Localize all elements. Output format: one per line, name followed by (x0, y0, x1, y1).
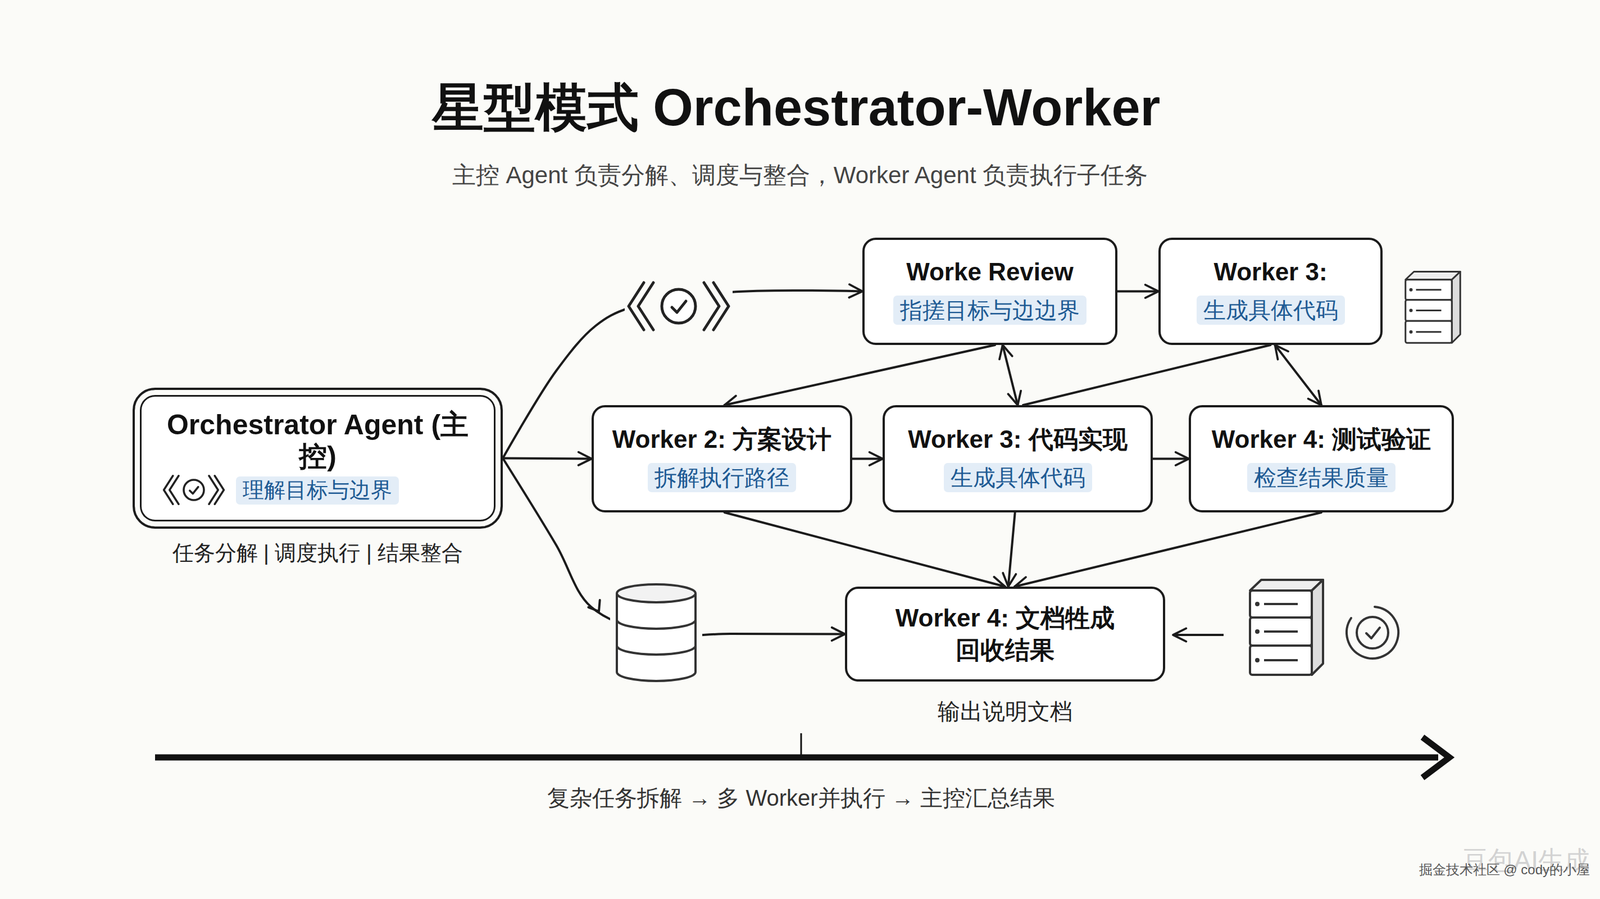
process-box: Worker 4: 文档牲成回收结果输出说明文档 (844, 586, 1166, 682)
node-title: Worker 3: 代码实现 (907, 425, 1127, 454)
node-title: Worker 3: (1213, 257, 1327, 287)
cylinder-bands (616, 619, 696, 655)
process-box: Worker 3: 代码实现生成具体代码 (882, 405, 1153, 513)
process-box: Worker 3: 生成具体代码 (1158, 237, 1383, 345)
node-subtitle: 指搓目标与边边界 (893, 295, 1087, 325)
connector-arrow (502, 458, 592, 459)
node-subtitle: 生成具体代码 (943, 462, 1093, 493)
agent-icon (624, 274, 733, 338)
subtitle-text: 主控 Agent 负责分解、调度与整合，Worker Agent 负责执行子任务 (452, 159, 1148, 192)
watermark: 掘金技术社区 @ cody的小屋 (1419, 860, 1590, 879)
arrow-head (588, 600, 605, 615)
connector-arrow (1008, 512, 1016, 587)
node-subtitle: 检查结果质量 (1247, 462, 1396, 493)
database-icon (610, 578, 703, 687)
timeline-tick (800, 733, 803, 756)
icon-backdrop (624, 274, 733, 338)
node-title: Orchestrator Agent (主控) (149, 408, 487, 472)
node-subtitle: 生成具体代码 (1196, 295, 1345, 325)
connector-arrow (1117, 290, 1159, 293)
process-box: Worke Review 指搓目标与边边界 (862, 237, 1118, 345)
node-title: Worker 4: 测试验证 (1211, 425, 1431, 454)
server-icon (1250, 579, 1324, 675)
connector-arrow (1002, 344, 1018, 406)
flow-summary: 复杂任务拆解 → 多 Worker并执行 → 主控汇总结果 (547, 782, 1056, 814)
node-subtitle: 拆解执行路径 (647, 462, 797, 493)
connector-arrow (502, 290, 863, 459)
connector-line (1023, 344, 1271, 406)
check-circle-icon (1346, 606, 1399, 659)
node-title: Worke Review (906, 257, 1074, 287)
server-icon (1405, 271, 1461, 344)
connector-arrow (852, 457, 883, 461)
timeline-arrowhead (1422, 737, 1450, 778)
node-title: Worker 2: 方案设计 (612, 425, 832, 454)
timeline-arrow (155, 754, 1439, 761)
node-title: Worker 4: 文档牲成 (895, 603, 1115, 633)
bracket-symbol (628, 282, 729, 330)
connector-arrow (724, 344, 995, 406)
circle-symbol (661, 289, 696, 324)
process-box: Worker 2: 方案设计拆解执行路径 (591, 405, 853, 513)
process-box: Orchestrator Agent (主控)理解目标与边界任务分解 | 调度执… (132, 387, 503, 529)
process-box: Worker 4: 测试验证检查结果质量 (1188, 405, 1454, 513)
node-caption: 输出说明文档 (847, 696, 1163, 727)
diagram-title: 星型模式 Orchestrator-Worker (432, 73, 1161, 143)
connector-arrow (502, 458, 845, 636)
icon-backdrop (610, 578, 703, 687)
connector-arrow (1014, 512, 1322, 587)
cylinder-body (616, 593, 696, 681)
node-title: 回收结果 (955, 635, 1055, 665)
connector-arrow (1274, 344, 1322, 406)
cylinder-top (616, 584, 696, 603)
node-subtitle: 理解目标与边界 (235, 476, 399, 505)
connector-arrow (1152, 457, 1189, 461)
connector-arrow (724, 512, 1006, 587)
node-caption: 任务分解 | 调度执行 | 结果整合 (134, 538, 501, 568)
pointer-arrow (1173, 633, 1224, 636)
check-symbol (671, 301, 686, 313)
